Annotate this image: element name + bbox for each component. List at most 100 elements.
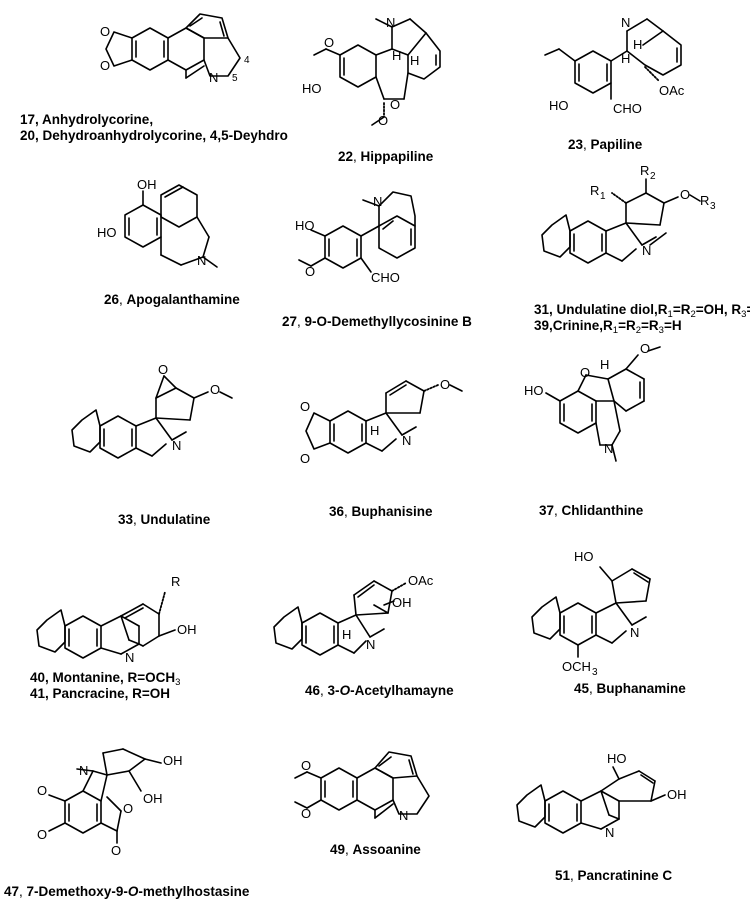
caption-chlidanthine: 37, Chlidanthine (539, 503, 644, 518)
oh-label: OH (667, 787, 687, 802)
n-atom-label: N (604, 441, 613, 456)
h-label: H (370, 423, 379, 438)
svg-text:2: 2 (650, 171, 656, 182)
o-atom-label: O (301, 758, 311, 773)
h-label: H (633, 37, 642, 52)
r2-label: R (640, 163, 649, 178)
structure-assoanine: N O O (294, 751, 430, 823)
cho-label: CHO (371, 270, 400, 285)
o-atom-label: O (680, 187, 690, 202)
caption-pancratinine-c: 51, Pancratinine C (555, 868, 673, 883)
o-atom-label: O (378, 113, 388, 128)
svg-text:3: 3 (592, 667, 598, 678)
ho-label: HO (549, 98, 569, 113)
o-atom-label: O (123, 801, 133, 816)
caption-montanine: 40, Montanine, R=OCH3 (30, 670, 181, 688)
o-atom-label: O (300, 399, 310, 414)
n-atom-label: N (366, 637, 375, 652)
caption-demethyllycosinine: 27, 9-O-Demethyllycosinine B (282, 314, 472, 329)
caption-hippapiline: 22, Hippapiline (338, 149, 434, 164)
ho-label: HO (524, 383, 544, 398)
n-atom-label: N (373, 194, 382, 209)
position-5-label: 5 (232, 73, 238, 84)
o-atom-label: O (640, 341, 650, 356)
o-atom-label: O (158, 362, 168, 377)
caption-dehydroanhydrolycorine: 20, Dehydroanhydrolycorine, 4,5-Deyhdro (20, 128, 288, 143)
n-atom-label: N (386, 15, 395, 30)
ho-label: HO (607, 751, 627, 766)
structure-anhydrolycorine: N 4 5 O O (100, 13, 250, 85)
o-atom-label: O (111, 843, 121, 858)
och3-label: OCH (562, 659, 591, 674)
caption-assoanine: 49, Assoanine (330, 842, 421, 857)
n-atom-label: N (642, 243, 651, 258)
caption-buphanisine: 36, Buphanisine (329, 504, 433, 519)
r-label: R (171, 574, 180, 589)
o-atom-label: O (37, 827, 47, 842)
n-atom-label: N (630, 625, 639, 640)
ho-label: HO (295, 218, 315, 233)
n-atom-label: N (402, 433, 411, 448)
svg-text:1: 1 (600, 191, 606, 202)
oh-label: OH (137, 177, 157, 192)
o-atom-label: O (301, 806, 311, 821)
caption-acetylhamayne: 46, 3-O-Acetylhamayne (305, 683, 454, 698)
h-label: H (410, 53, 419, 68)
structure-buphanisine: O O N H O (300, 377, 463, 466)
caption-undulatine: 33, Undulatine (118, 512, 211, 527)
structure-acetylhamayne: OAc OH H N (273, 573, 434, 656)
structure-montanine: R OH N (36, 574, 197, 665)
n-atom-label: N (79, 763, 88, 778)
ho-label: HO (97, 225, 117, 240)
structure-pancratinine-c: HO OH N (516, 751, 687, 840)
oh-label: OH (163, 753, 183, 768)
o-atom-label: O (440, 377, 450, 392)
h-label: H (621, 51, 630, 66)
r1-label: R (590, 183, 599, 198)
cho-label: CHO (613, 101, 642, 116)
o-atom-label: O (100, 58, 110, 73)
position-4-label: 4 (244, 55, 250, 66)
h-label: H (342, 627, 351, 642)
n-atom-label: N (125, 650, 134, 665)
n-atom-label: N (605, 825, 614, 840)
svg-text:3: 3 (710, 201, 716, 212)
caption-undulatine-diol: 31, Undulatine diol,R1=R2=OH, R3=CH3 (534, 302, 750, 320)
structure-papiline: N H H HO CHO OAc (544, 15, 685, 116)
caption-apogalanthamine: 26, Apogalanthamine (104, 292, 240, 307)
n-atom-label: N (197, 253, 206, 268)
o-atom-label: O (305, 264, 315, 279)
n-atom-label: N (172, 438, 181, 453)
ho-label: HO (574, 549, 594, 564)
structure-chlidanthine: O O HO N H (524, 341, 661, 462)
n-atom-label: N (621, 15, 630, 30)
structure-demethyllycosinine: N HO O CHO (295, 191, 416, 285)
o-atom-label: O (210, 382, 220, 397)
h-label: H (600, 357, 609, 372)
n-atom-label: N (399, 808, 408, 823)
structure-hippapiline: N O HO O O H H (302, 15, 441, 128)
caption-methylhostasine: 47, 7-Demethoxy-9-O-methylhostasine (4, 884, 250, 899)
o-atom-label: O (390, 97, 400, 112)
r3-label: R (700, 193, 709, 208)
caption-buphanamine: 45, Buphanamine (574, 681, 686, 696)
oh-label: OH (177, 622, 197, 637)
oh-label: OH (143, 791, 163, 806)
o-atom-label: O (300, 451, 310, 466)
oac-label: OAc (659, 83, 685, 98)
caption-anhydrolycorine: 17, Anhydrolycorine, (20, 112, 154, 127)
n-atom-label: N (209, 70, 218, 85)
structure-methylhostasine: N OH OH O O O O (37, 748, 183, 858)
o-atom-label: O (100, 24, 110, 39)
oac-label: OAc (408, 573, 434, 588)
structure-undulatine: N O O (71, 362, 233, 459)
ho-label: HO (302, 81, 322, 96)
caption-papiline: 23, Papiline (568, 137, 643, 152)
o-atom-label: O (580, 365, 590, 380)
o-atom-label: O (324, 35, 334, 50)
oh-label: OH (392, 595, 412, 610)
caption-pancracine: 41, Pancracine, R=OH (30, 686, 170, 701)
h-label: H (392, 48, 401, 63)
